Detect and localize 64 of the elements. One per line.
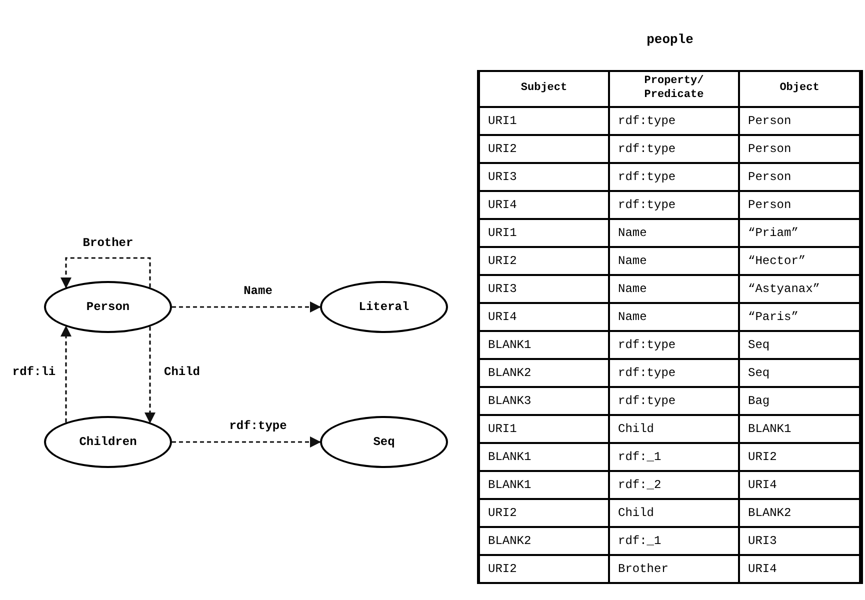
table-cell: rdf:_1 — [610, 528, 740, 556]
dashed-arrow — [172, 301, 322, 313]
table-cell: URI2 — [480, 500, 610, 528]
table-cell: Person — [740, 136, 861, 164]
table-cell: rdf:type — [610, 108, 740, 136]
table-cell: Name — [610, 220, 740, 248]
table-cell: Person — [740, 164, 861, 192]
ellipse-node: Seq — [320, 416, 448, 468]
table-cell: URI3 — [480, 276, 610, 304]
table-cell: URI3 — [480, 164, 610, 192]
table-cell: Child — [610, 500, 740, 528]
table-cell: Child — [610, 416, 740, 444]
dashed-arrow — [144, 326, 156, 424]
table-header-cell: Property/ Predicate — [610, 72, 740, 108]
table-cell: Brother — [610, 556, 740, 584]
table-cell: rdf:_2 — [610, 472, 740, 500]
dashed-arrow — [60, 257, 151, 288]
table-title: people — [646, 31, 694, 49]
dashed-arrow — [60, 326, 72, 422]
table-cell: BLANK2 — [480, 360, 610, 388]
table-cell: BLANK3 — [480, 388, 610, 416]
table-cell: rdf:type — [610, 360, 740, 388]
table-cell: BLANK1 — [480, 332, 610, 360]
table-cell: URI2 — [740, 444, 861, 472]
table-cell: rdf:type — [610, 136, 740, 164]
table-cell: Person — [740, 108, 861, 136]
table-cell: URI2 — [480, 248, 610, 276]
table-cell: BLANK2 — [480, 528, 610, 556]
table-cell: rdf:type — [610, 388, 740, 416]
table-cell: BLANK1 — [480, 444, 610, 472]
table-cell: rdf:type — [610, 192, 740, 220]
table-cell: URI1 — [480, 220, 610, 248]
table-cell: URI1 — [480, 108, 610, 136]
table-cell: URI4 — [740, 472, 861, 500]
table-cell: URI4 — [740, 556, 861, 584]
table-cell: Seq — [740, 332, 861, 360]
table-cell: Seq — [740, 360, 861, 388]
table-header-cell: Object — [740, 72, 861, 108]
table-cell: “Paris” — [740, 304, 861, 332]
table-cell: rdf:_1 — [610, 444, 740, 472]
table-cell: Name — [610, 304, 740, 332]
table-cell: Name — [610, 276, 740, 304]
table-cell: Bag — [740, 388, 861, 416]
table-cell: URI3 — [740, 528, 861, 556]
ellipse-node: Person — [44, 281, 172, 333]
dashed-arrow — [172, 436, 322, 448]
table-cell: URI4 — [480, 192, 610, 220]
table-cell: BLANK2 — [740, 500, 861, 528]
table-cell: URI2 — [480, 556, 610, 584]
table-cell: BLANK1 — [740, 416, 861, 444]
table-cell: URI1 — [480, 416, 610, 444]
table-cell: “Hector” — [740, 248, 861, 276]
table-cell: Name — [610, 248, 740, 276]
ellipse-node: Literal — [320, 281, 448, 333]
table-cell: Person — [740, 192, 861, 220]
table-cell: “Astyanax” — [740, 276, 861, 304]
table-cell: rdf:type — [610, 164, 740, 192]
table-cell: rdf:type — [610, 332, 740, 360]
table-cell: URI2 — [480, 136, 610, 164]
ellipse-node: Children — [44, 416, 172, 468]
table-cell: BLANK1 — [480, 472, 610, 500]
table-header-cell: Subject — [480, 72, 610, 108]
table-cell: URI4 — [480, 304, 610, 332]
table-cell: “Priam” — [740, 220, 861, 248]
